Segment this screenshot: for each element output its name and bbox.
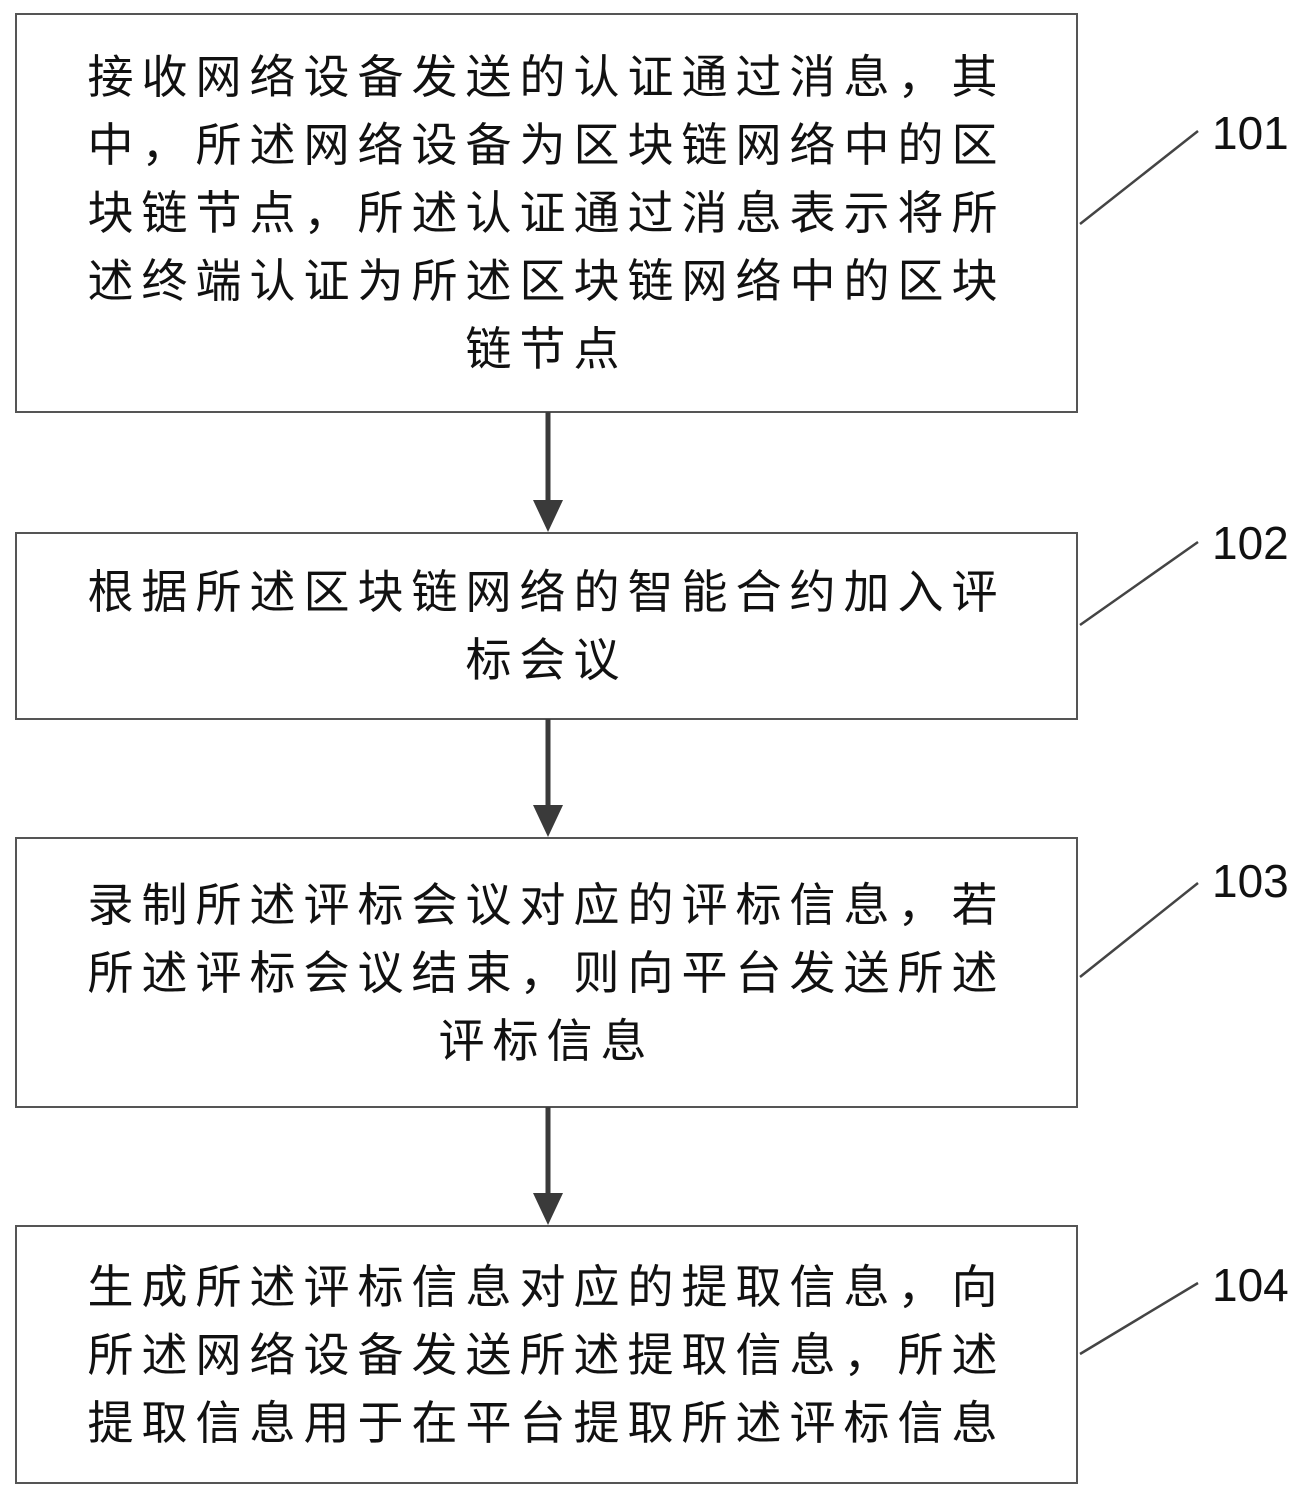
step-line: 提取信息用于在平台提取所述评标信息: [87, 1395, 1006, 1450]
step-line: 录制所述评标会议对应的评标信息，若: [87, 877, 1006, 932]
step-line: 链节点: [465, 322, 628, 376]
step-text-103: 录制所述评标会议对应的评标信息，若 所述评标会议结束，则向平台发送所述 评标信息: [57, 871, 1036, 1075]
step-line: 根据所述区块链网络的智能合约加入评: [87, 565, 1006, 619]
flow-arrow-101-102: [533, 412, 563, 532]
step-line: 标会议: [465, 633, 628, 687]
leader-line-102: [1079, 540, 1199, 627]
step-label-102: 102: [1212, 517, 1289, 569]
step-text-104: 生成所述评标信息对应的提取信息，向 所述网络设备发送所述提取信息，所述 提取信息…: [57, 1253, 1036, 1457]
step-label-103: 103: [1212, 855, 1289, 907]
step-box-103: 录制所述评标会议对应的评标信息，若 所述评标会议结束，则向平台发送所述 评标信息: [15, 837, 1078, 1108]
step-text-102: 根据所述区块链网络的智能合约加入评 标会议: [57, 558, 1036, 694]
flow-arrow-102-103: [533, 719, 563, 837]
step-line: 中，所述网络设备为区块链网络中的区: [87, 118, 1006, 172]
step-text-101: 接收网络设备发送的认证通过消息，其 中，所述网络设备为区块链网络中的区 块链节点…: [57, 43, 1036, 383]
step-box-101: 接收网络设备发送的认证通过消息，其 中，所述网络设备为区块链网络中的区 块链节点…: [15, 13, 1078, 413]
step-label-101: 101: [1212, 107, 1289, 159]
step-line: 接收网络设备发送的认证通过消息，其: [87, 50, 1006, 104]
step-line: 评标信息: [438, 1013, 655, 1068]
step-box-102: 根据所述区块链网络的智能合约加入评 标会议: [15, 532, 1078, 720]
leader-line-104: [1079, 1281, 1199, 1356]
step-box-104: 生成所述评标信息对应的提取信息，向 所述网络设备发送所述提取信息，所述 提取信息…: [15, 1225, 1078, 1484]
step-line: 所述评标会议结束，则向平台发送所述: [87, 945, 1006, 1000]
step-line: 所述网络设备发送所述提取信息，所述: [87, 1327, 1006, 1382]
step-line: 述终端认证为所述区块链网络中的区块: [87, 254, 1006, 308]
step-label-104: 104: [1212, 1259, 1289, 1311]
leader-line-101: [1079, 130, 1199, 225]
step-line: 生成所述评标信息对应的提取信息，向: [87, 1259, 1006, 1314]
leader-line-103: [1079, 882, 1199, 978]
step-line: 块链节点，所述认证通过消息表示将所: [87, 186, 1006, 240]
flow-arrow-103-104: [533, 1107, 563, 1225]
